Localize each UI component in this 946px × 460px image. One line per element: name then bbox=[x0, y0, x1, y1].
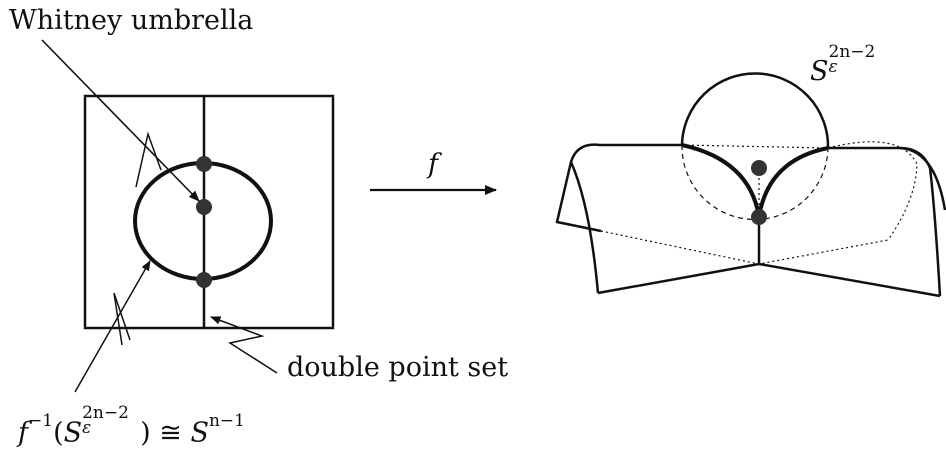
preimage-close: ) bbox=[140, 417, 151, 449]
whitney-leader bbox=[41, 39, 200, 202]
whitney-umbrella-point-right bbox=[751, 160, 767, 176]
image-curve-right bbox=[757, 146, 829, 218]
whitney-umbrella-label: Whitney umbrella bbox=[9, 5, 254, 36]
double-point-leader bbox=[210, 316, 278, 374]
bottom-left-edge bbox=[597, 262, 760, 295]
map-f-label: f bbox=[428, 149, 438, 180]
preimage-f: f bbox=[18, 417, 28, 449]
sphere-dim: 2n−2 bbox=[828, 41, 876, 62]
double-point-set-label: double point set bbox=[287, 352, 509, 383]
top-double-point bbox=[196, 156, 212, 172]
circle-zigzag-leader bbox=[135, 131, 162, 188]
bottom-right-edge bbox=[758, 262, 941, 298]
preimage-inv: −1 bbox=[28, 411, 54, 431]
domain-square bbox=[83, 94, 335, 330]
preimage-S: S bbox=[63, 417, 83, 449]
surface-back-dotted bbox=[600, 230, 889, 265]
sphere-equator-dotted bbox=[681, 144, 829, 149]
bottom-zigzag-leader bbox=[113, 292, 131, 346]
preimage-S2: S bbox=[190, 417, 209, 449]
sphere-upper-arc bbox=[680, 72, 830, 149]
preimage-leader bbox=[74, 260, 151, 393]
left-fold bbox=[555, 143, 682, 233]
preimage-dim2: n−1 bbox=[208, 411, 245, 431]
left-sheet-edge bbox=[569, 161, 600, 294]
right-fold bbox=[828, 146, 942, 297]
whitney-umbrella-point-left bbox=[196, 199, 212, 215]
preimage-dim: 2n−2 bbox=[82, 402, 129, 423]
double-point-image bbox=[751, 209, 767, 225]
right-fold-top bbox=[899, 146, 946, 211]
image-curve-left bbox=[681, 143, 761, 218]
preimage-cong: ≅ bbox=[159, 417, 182, 449]
sphere-S: S bbox=[810, 56, 829, 87]
right-fold-dotted bbox=[827, 141, 918, 241]
sphere-eps: ε bbox=[828, 56, 838, 77]
preimage-eps: ε bbox=[82, 418, 92, 439]
preimage-open: ( bbox=[53, 417, 64, 449]
bottom-double-point bbox=[196, 272, 212, 288]
